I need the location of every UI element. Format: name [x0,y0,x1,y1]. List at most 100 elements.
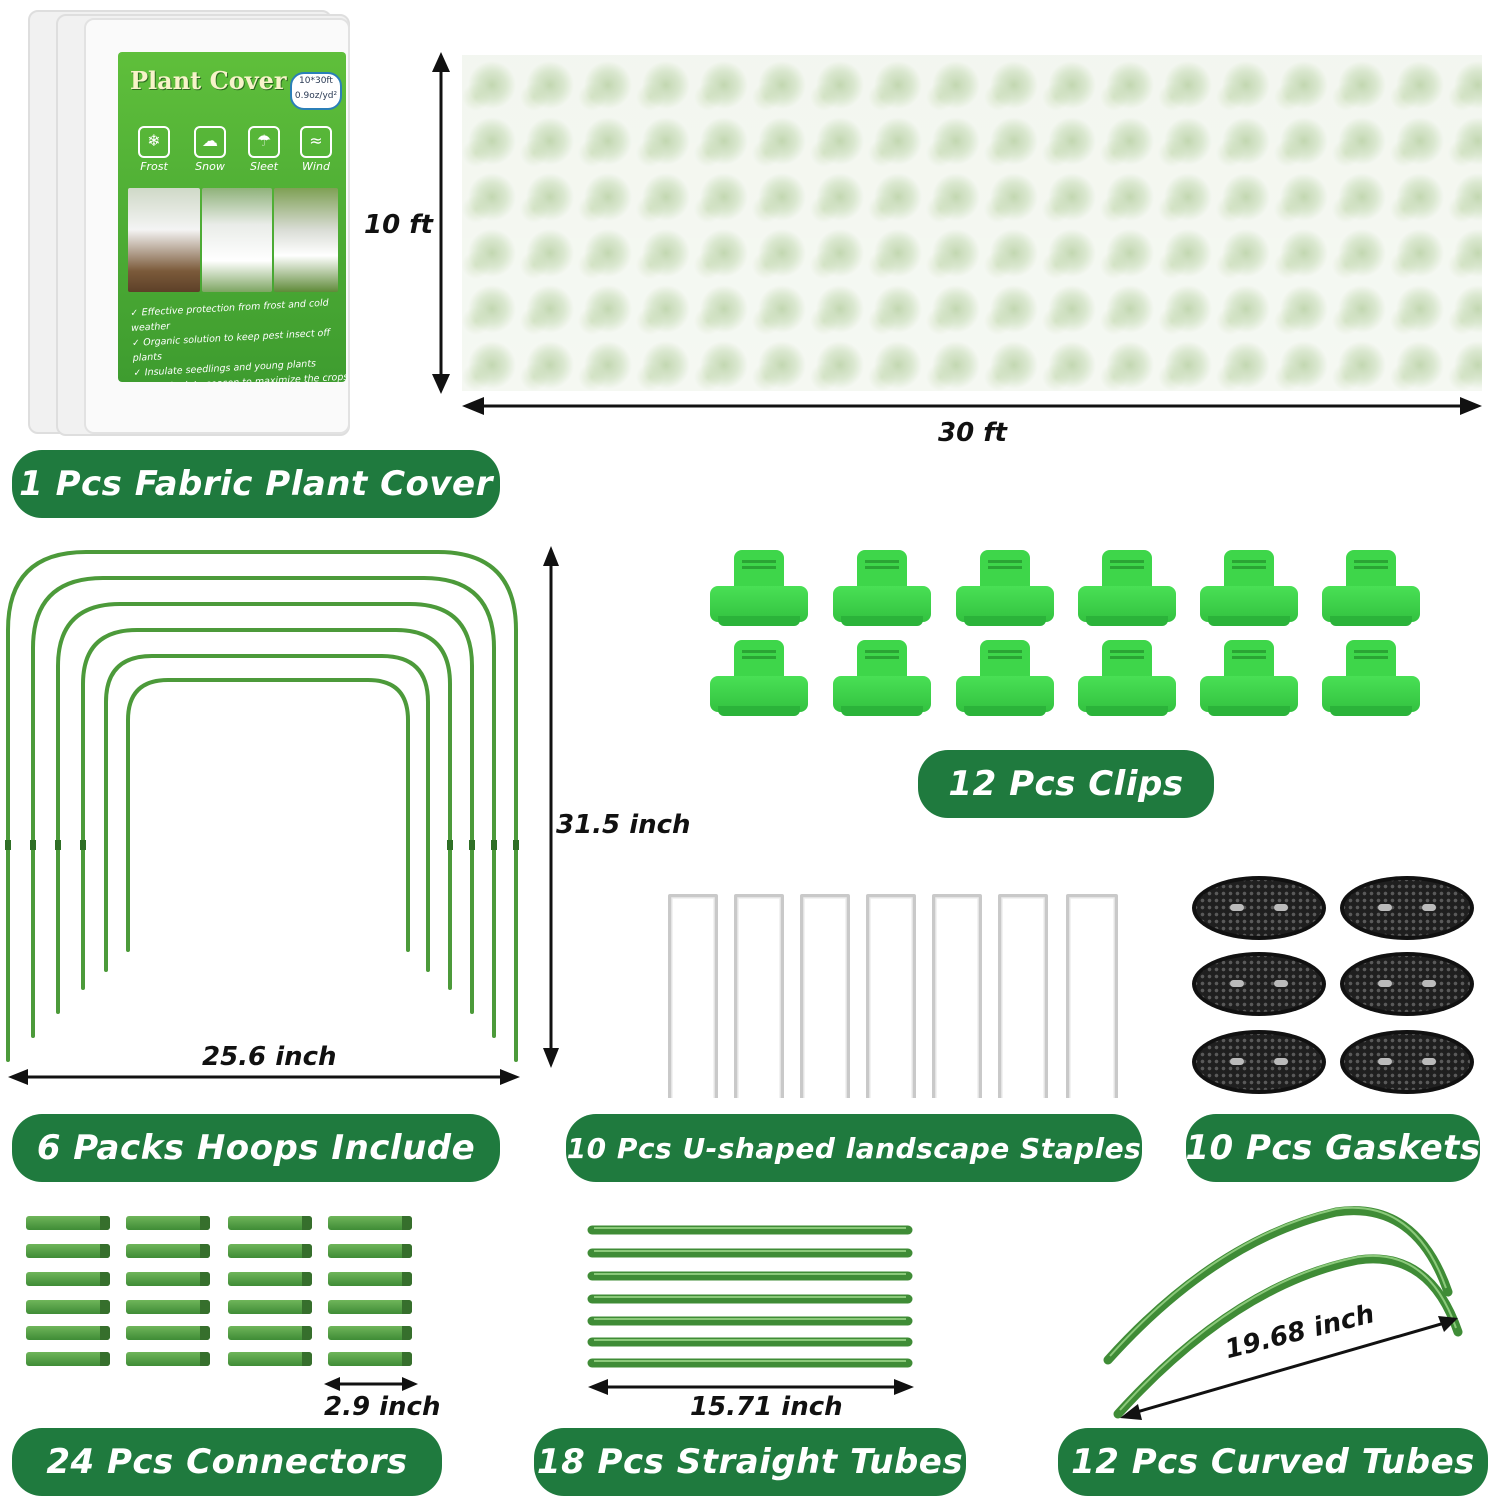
snowflake-icon: ❄ [138,126,170,158]
connector [228,1216,312,1230]
weather-item-frost: ❄ Frost [132,126,176,173]
connector [328,1326,412,1340]
staple [800,894,850,1098]
hoop [81,628,452,990]
hoop [56,602,474,1014]
package-photo-covered-shrub [202,188,272,292]
wind-icon: ≈ [300,126,332,158]
cloud-snow-icon: ☁ [194,126,226,158]
section-label-curved-tubes: 12 Pcs Curved Tubes [1058,1428,1488,1496]
section-label-straight-tubes: 18 Pcs Straight Tubes [534,1428,966,1496]
package-title: Plant Cover [130,66,287,95]
connector [26,1244,110,1258]
package-photo-tunnel [128,188,200,292]
connector [26,1300,110,1314]
section-label-gaskets: 10 Pcs Gaskets [1185,1114,1480,1182]
clip [833,640,931,720]
connector [228,1244,312,1258]
package-label: Plant Cover 10*30ft 0.9oz/yd² ❄ Frost ☁ … [118,52,346,382]
staple [866,894,916,1098]
connector [126,1216,210,1230]
staple [932,894,982,1098]
fabric-width-arrow [462,397,1482,415]
connector [328,1352,412,1366]
clip [1078,640,1176,720]
package-bullet-list: Effective protection from frost and cold… [130,295,346,382]
section-label-staples: 10 Pcs U-shaped landscape Staples [566,1114,1142,1182]
gaskets-illustration [1192,876,1482,1100]
plant-cover-package: Plant Cover 10*30ft 0.9oz/yd² ❄ Frost ☁ … [0,0,360,440]
connector [328,1272,412,1286]
connector [126,1272,210,1286]
connector [26,1352,110,1366]
curved-tube [1113,1254,1463,1419]
hoops-illustration [5,550,519,1062]
hoop-width-arrow [8,1069,520,1085]
hoop [6,550,518,1062]
connector [126,1326,210,1340]
connector [26,1326,110,1340]
fabric-cover-image [462,55,1482,391]
connector [328,1300,412,1314]
clip [1078,550,1176,630]
fabric-height-label: 10 ft [364,210,433,240]
staple [998,894,1048,1098]
connector [126,1352,210,1366]
connector [228,1352,312,1366]
staple [1066,894,1118,1098]
straight-tube-length-arrow [588,1379,914,1395]
package-size-badge: 10*30ft 0.9oz/yd² [290,72,342,110]
connector [228,1300,312,1314]
connector [126,1300,210,1314]
straight-tube-length-label: 15.71 inch [690,1392,843,1422]
hoop [31,576,496,1038]
staple [734,894,784,1098]
connector [26,1216,110,1230]
section-label-clips: 12 Pcs Clips [918,750,1214,818]
staple [668,894,718,1098]
gasket [1340,952,1474,1016]
package-photo-row-cover [274,188,338,292]
connector [228,1326,312,1340]
clip [956,550,1054,630]
section-label-connectors: 24 Pcs Connectors [12,1428,442,1496]
weather-label: Snow [195,160,225,173]
size-badge-line1: 10*30ft [299,76,333,86]
clip [1322,550,1420,630]
weather-label: Wind [302,160,330,173]
connector [126,1244,210,1258]
weather-label: Sleet [250,160,278,173]
fabric-width-label: 30 ft [938,418,1007,448]
staples-illustration [668,894,1118,1098]
gasket [1192,1030,1326,1094]
weather-label: Frost [140,160,168,173]
hoop [104,654,430,972]
weather-item-sleet: ☂ Sleet [242,126,286,173]
clip [710,640,808,720]
section-label-fabric-cover: 1 Pcs Fabric Plant Cover [12,450,500,518]
clip [1200,640,1298,720]
connector-length-label: 2.9 inch [324,1392,441,1422]
clip [1200,550,1298,630]
gasket [1340,1030,1474,1094]
weather-item-snow: ☁ Snow [188,126,232,173]
clips-illustration [710,550,1422,725]
connector [228,1272,312,1286]
fabric-height-arrow [432,52,450,394]
connector [328,1244,412,1258]
hoop [126,678,410,952]
straight-tubes-illustration [587,1225,913,1368]
connectors-illustration [26,1216,416,1372]
gasket [1192,876,1326,940]
clip [710,550,808,630]
hoop-width-label: 25.6 inch [202,1042,337,1072]
connector [26,1272,110,1286]
hoop-height-label: 31.5 inch [556,810,691,840]
clip [1322,640,1420,720]
curved-tube-length-arrow [1120,1316,1458,1420]
connector [328,1216,412,1230]
clip [956,640,1054,720]
clip [833,550,931,630]
size-badge-line2: 0.9oz/yd² [294,91,338,101]
gasket [1340,876,1474,940]
